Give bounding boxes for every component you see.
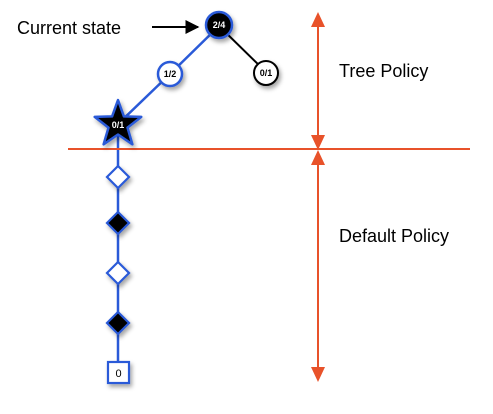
root-node-value: 2/4 <box>213 20 226 30</box>
tree-policy-label: Tree Policy <box>339 61 428 81</box>
current-state-label: Current state <box>17 18 121 38</box>
terminal-node <box>106 360 131 385</box>
tree-policy-arrow <box>311 12 325 150</box>
default-policy-arrow <box>311 150 325 382</box>
left-child-value: 1/2 <box>164 69 177 79</box>
default-policy-label: Default Policy <box>339 226 449 246</box>
rollout-diamond-3 <box>105 260 131 286</box>
new-node-value: 0/1 <box>112 120 125 130</box>
right-child-node <box>253 60 279 86</box>
left-child-node <box>156 60 184 88</box>
rollout-diamond-1 <box>105 164 131 190</box>
root-node <box>204 10 234 40</box>
rollout-diamond-2 <box>105 210 131 236</box>
right-child-value: 0/1 <box>260 68 273 78</box>
new-node-star <box>93 98 143 146</box>
terminal-value: 0 <box>115 368 121 380</box>
rollout-diamond-4 <box>105 310 131 336</box>
tree-edges <box>116 25 267 375</box>
